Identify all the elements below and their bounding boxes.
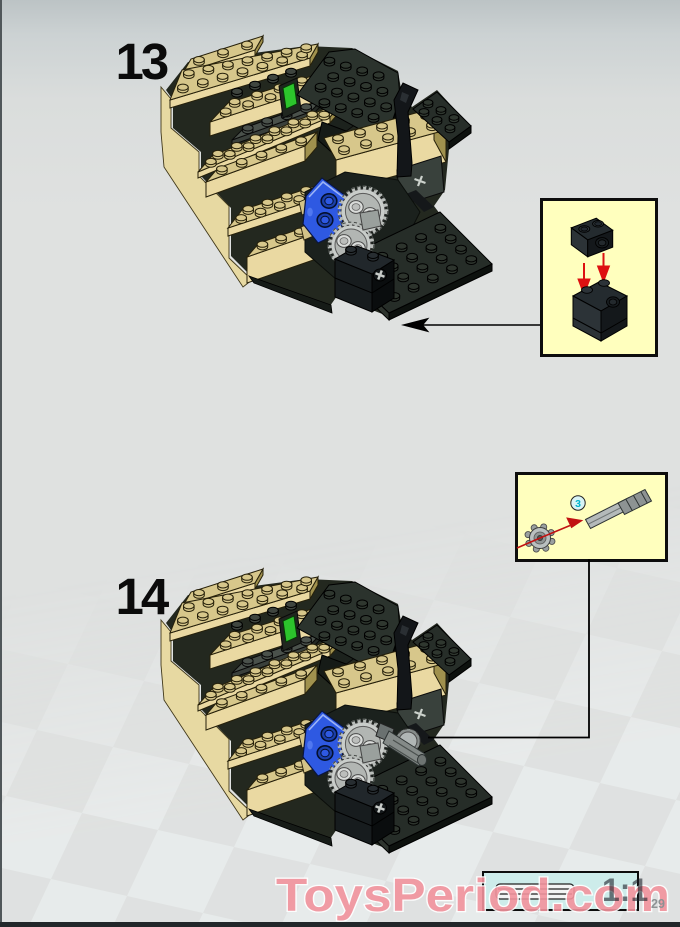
svg-text:3: 3 bbox=[575, 498, 581, 510]
svg-text:1:1: 1:1 bbox=[602, 872, 648, 908]
svg-text:ToysPeriod.com: ToysPeriod.com bbox=[276, 869, 670, 921]
